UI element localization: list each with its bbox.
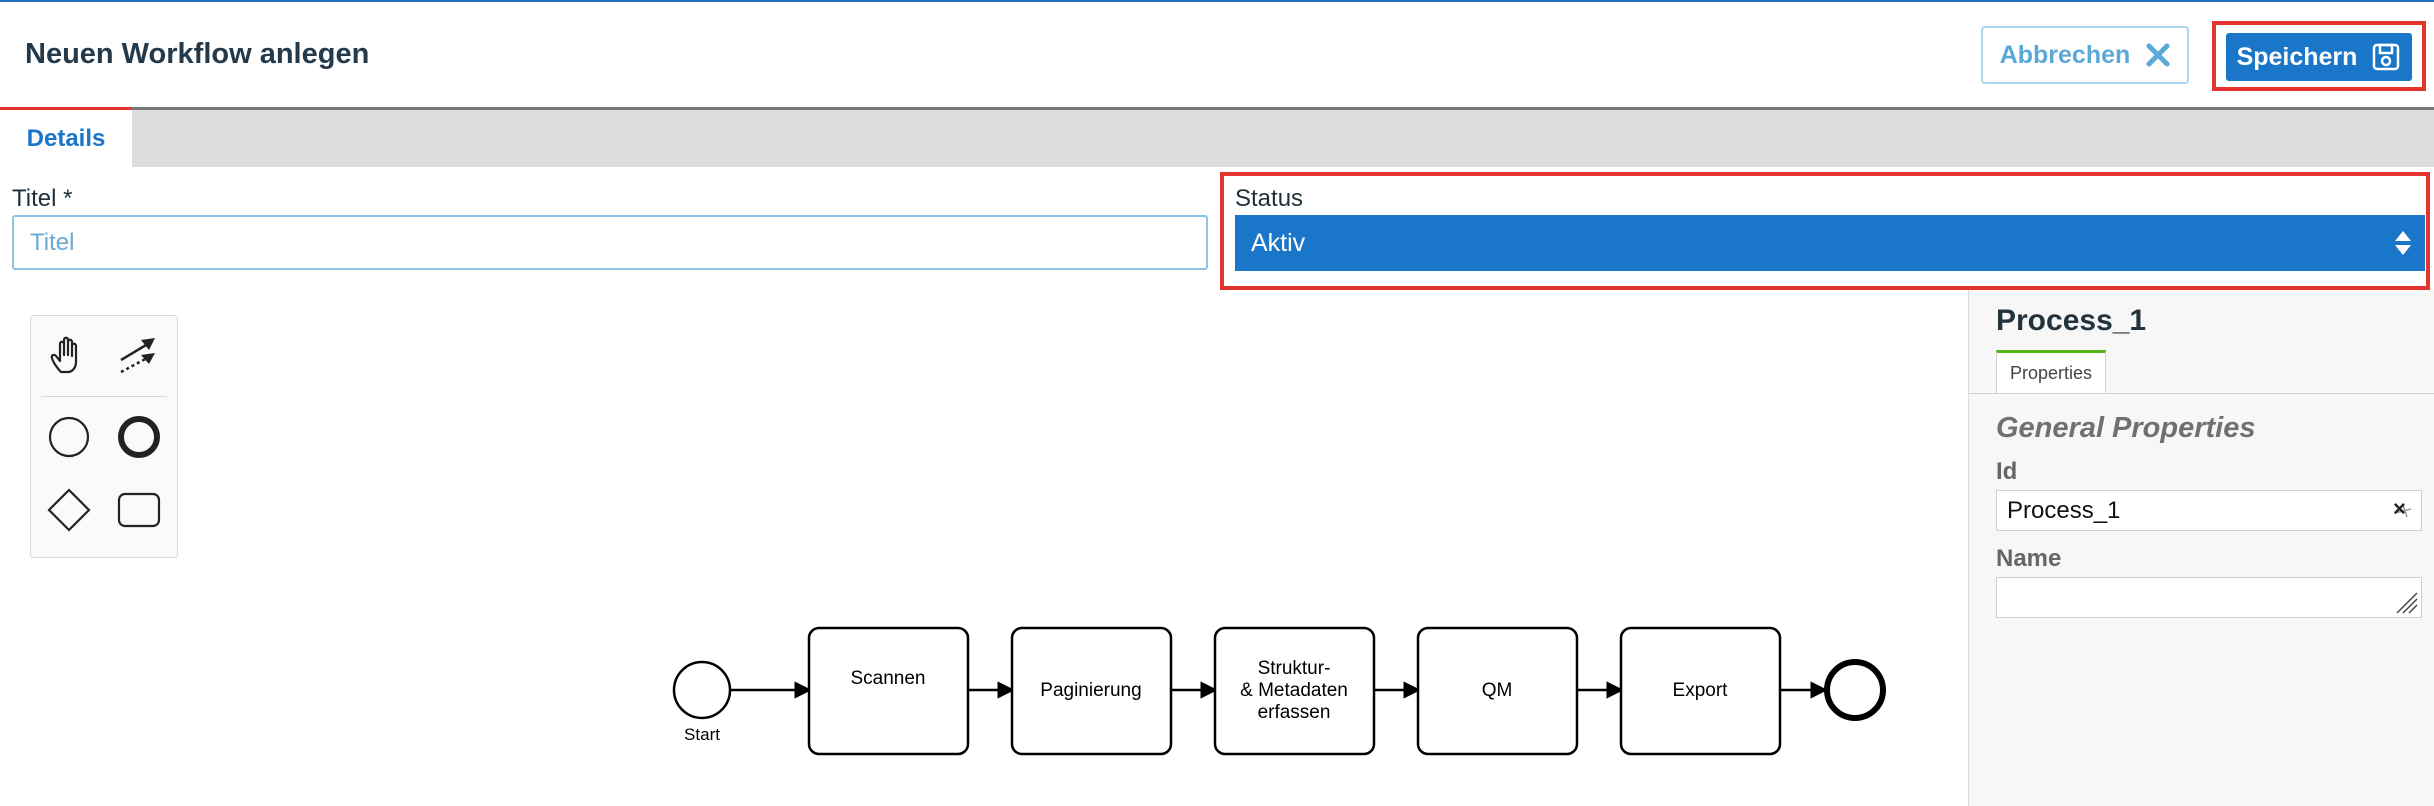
task-label: Scannen bbox=[850, 668, 925, 689]
task-label-line: Struktur- bbox=[1258, 658, 1331, 679]
task-qm[interactable] bbox=[1416, 626, 1579, 756]
properties-tab-divider bbox=[1969, 393, 2434, 394]
title-field-label: Titel * bbox=[12, 185, 73, 212]
status-field-label: Status bbox=[1235, 185, 1304, 212]
properties-title: Process_1 bbox=[1996, 304, 2147, 337]
status-highlight bbox=[1220, 172, 2430, 290]
top-bar: Neuen Workflow anlegen Abbrechen Speiche… bbox=[0, 0, 2434, 108]
hand-tool-icon[interactable] bbox=[41, 328, 97, 384]
cancel-button-label: Abbrechen bbox=[1999, 40, 2131, 69]
save-button-label: Speichern bbox=[2236, 42, 2358, 71]
palette-separator bbox=[41, 396, 167, 397]
edit-icon[interactable] bbox=[2391, 499, 2415, 523]
task-icon[interactable] bbox=[111, 482, 167, 538]
id-field[interactable]: Process_1 bbox=[1996, 490, 2422, 531]
start-event[interactable] bbox=[672, 660, 732, 720]
cancel-button[interactable]: Abbrechen bbox=[1981, 26, 2189, 84]
tool-palette bbox=[30, 315, 178, 558]
gateway-icon[interactable] bbox=[41, 482, 97, 538]
save-button[interactable]: Speichern bbox=[2226, 33, 2412, 81]
start-event-label: Start bbox=[684, 725, 720, 744]
name-label: Name bbox=[1996, 545, 2062, 572]
global-connect-icon[interactable] bbox=[111, 328, 167, 384]
task-label: QM bbox=[1482, 680, 1513, 701]
header-accent bbox=[0, 107, 132, 111]
tab-details[interactable]: Details bbox=[0, 110, 132, 167]
select-arrows-icon bbox=[2395, 231, 2411, 255]
id-label: Id bbox=[1996, 458, 2018, 485]
bpmn-canvas[interactable]: Start Scannen Paginierung Struktur- & Me… bbox=[0, 290, 1968, 806]
start-event-icon[interactable] bbox=[41, 409, 97, 465]
header-divider bbox=[0, 107, 2434, 110]
resize-grip-icon[interactable] bbox=[2393, 589, 2419, 615]
id-value: Process_1 bbox=[2007, 496, 2121, 524]
page-title: Neuen Workflow anlegen bbox=[25, 38, 370, 70]
floppy-disk-icon bbox=[2373, 43, 2400, 71]
group-title: General Properties bbox=[1996, 412, 2256, 444]
task-export[interactable] bbox=[1619, 626, 1782, 756]
status-select[interactable]: Aktiv bbox=[1235, 215, 2425, 271]
task-struktur-metadaten[interactable] bbox=[1213, 626, 1376, 756]
task-label: Export bbox=[1673, 680, 1729, 701]
close-icon bbox=[2146, 43, 2170, 67]
save-button-highlight: Speichern bbox=[2212, 21, 2426, 91]
title-input[interactable] bbox=[12, 215, 1208, 270]
task-label-line: & Metadaten bbox=[1240, 680, 1348, 701]
name-field[interactable] bbox=[1996, 577, 2422, 618]
task-label-line: erfassen bbox=[1258, 702, 1331, 723]
end-event-icon[interactable] bbox=[111, 409, 167, 465]
task-label: Paginierung bbox=[1040, 680, 1141, 701]
properties-panel: Process_1 Properties General Properties … bbox=[1968, 290, 2434, 806]
tab-properties[interactable]: Properties bbox=[1996, 350, 2106, 394]
tab-bar: Details bbox=[0, 110, 2434, 167]
status-value: Aktiv bbox=[1251, 228, 1306, 257]
clear-id-button[interactable]: × bbox=[2393, 496, 2406, 521]
task-paginierung[interactable] bbox=[1010, 626, 1173, 756]
task-scannen[interactable] bbox=[807, 626, 970, 756]
end-event[interactable] bbox=[1824, 659, 1886, 721]
